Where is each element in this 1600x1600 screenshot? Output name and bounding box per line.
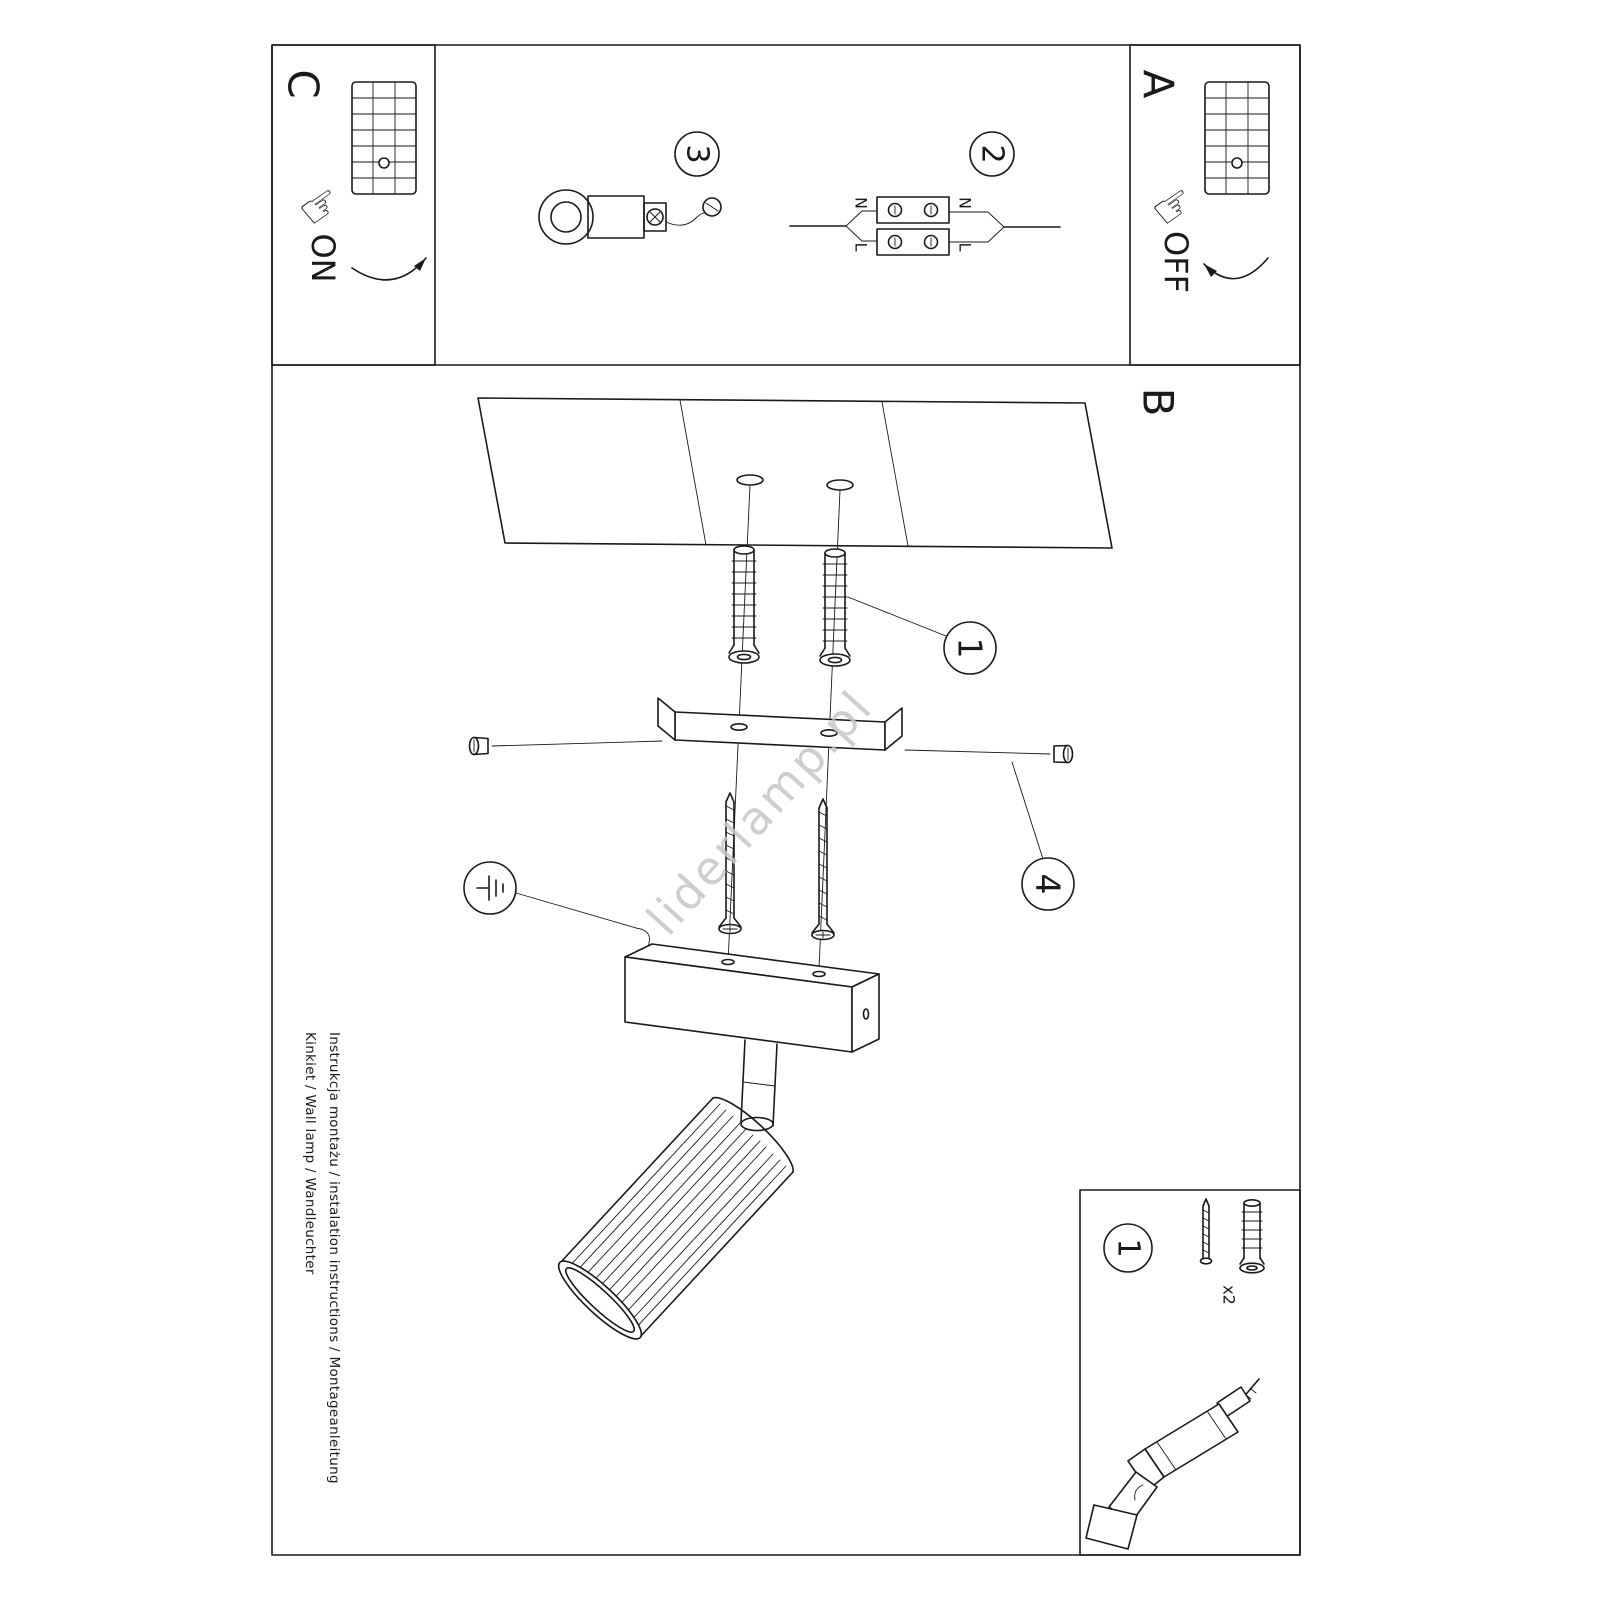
mounting-bracket	[657, 697, 903, 751]
supply-wires	[789, 210, 1061, 243]
lamp-pivot	[740, 1039, 778, 1132]
turn-arrow-icon	[1203, 257, 1269, 280]
lamp-base	[624, 943, 880, 1053]
instruction-title: Instrukcja montażu / instalation instruc…	[326, 1032, 342, 1484]
switch-state-off: OFF	[1157, 231, 1195, 293]
base-screw-hole	[812, 970, 826, 978]
parts-step-callout: 1	[1103, 1223, 1153, 1273]
wall-plug-icon	[819, 548, 851, 667]
bracket-hole	[820, 728, 838, 737]
pointing-hand-icon: ☞	[288, 172, 353, 240]
footer: Instrukcja montażu / instalation instruc…	[302, 1032, 342, 1484]
step-3: 3	[538, 131, 722, 245]
fixing-screw-icon	[718, 792, 742, 935]
light-switch-icon	[351, 81, 417, 195]
sheet-frame	[271, 44, 1301, 1556]
light-switch-icon	[1204, 81, 1270, 195]
wire-label-n: N	[852, 197, 871, 209]
step-3-number: 3	[680, 144, 715, 163]
section-c-box	[271, 44, 436, 366]
earth-ground-icon	[476, 875, 504, 901]
exploded-view: 1 4	[463, 397, 1113, 1340]
fixing-screw-icon	[811, 798, 835, 941]
product-title: Kinkiet / Wall lamp / Wandleuchter	[302, 1032, 318, 1275]
sheet-border	[271, 44, 1301, 1556]
section-b-label: B	[1134, 388, 1183, 417]
turn-arrow-icon	[351, 257, 427, 281]
wall-plug-part-icon	[1239, 1199, 1265, 1274]
side-screw-icon	[468, 736, 663, 756]
drill-hole	[826, 479, 854, 491]
wall-panel	[477, 397, 1113, 549]
base-side-hole	[862, 1008, 870, 1020]
section-a-label: A	[1134, 70, 1183, 99]
bracket-hole	[730, 722, 748, 731]
wire-label-n: N	[956, 197, 975, 209]
step-3-callout: 3	[674, 131, 720, 177]
step-4-callout: 4	[1011, 761, 1075, 911]
parts-section: 1 x2	[1085, 1198, 1265, 1550]
drill-icon	[1085, 1378, 1260, 1550]
screw-part-icon	[1199, 1198, 1213, 1265]
section-a: A ☞ OFF	[1134, 70, 1270, 293]
section-a-box	[1129, 44, 1301, 366]
section-c-label: C	[279, 69, 328, 98]
switch-state-on: ON	[304, 233, 342, 282]
section-c: C ☞ ON	[279, 69, 427, 283]
wire-label-l: L	[852, 243, 871, 252]
side-screw-icon	[904, 744, 1074, 764]
quantity-label: x2	[1220, 1285, 1239, 1305]
terminal-block-icon	[876, 196, 950, 256]
step-1-callout: 1	[847, 596, 997, 675]
pointing-hand-icon: ☞	[1141, 172, 1206, 240]
parts-box	[1079, 1189, 1301, 1556]
step-1-number: 1	[951, 638, 990, 659]
base-screw-hole	[721, 958, 735, 966]
step-2: 2 N N L L	[789, 131, 1061, 256]
step-2-number: 2	[975, 144, 1010, 163]
step-2-callout: 2	[969, 131, 1015, 177]
wall-plug-icon	[728, 545, 760, 664]
drill-trigger	[1134, 1484, 1144, 1501]
ground-callout	[463, 861, 659, 959]
screw-head-icon	[702, 197, 722, 217]
step-4-number: 4	[1029, 874, 1068, 895]
wire-label-l: L	[956, 243, 975, 252]
cable-clamp-icon	[538, 189, 711, 245]
parts-step-number: 1	[1111, 1238, 1146, 1257]
drill-hole	[736, 474, 764, 486]
lamp-shade	[557, 1096, 794, 1340]
wire	[665, 212, 711, 226]
